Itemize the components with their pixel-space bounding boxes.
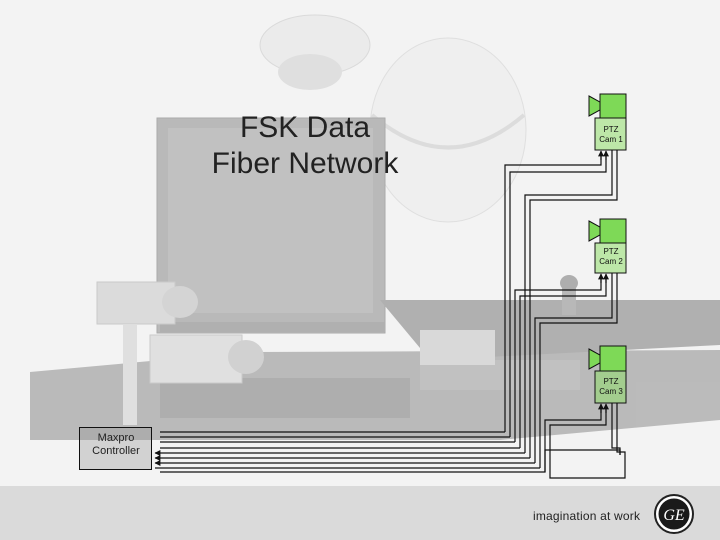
controller-bus-lines — [154, 431, 626, 479]
camera-1-fiber-link — [504, 150, 618, 458]
title-line-2: Fiber Network — [211, 147, 399, 180]
cam-1-label-line-1: PTZ — [603, 125, 619, 134]
fiber-network-wiring — [154, 93, 627, 479]
camera-2-fiber-link — [514, 273, 618, 468]
maxpro-controller-label: Maxpro Controller — [80, 432, 152, 458]
ptz-camera-3-icon — [588, 345, 627, 404]
ptz-cam-2-label: PTZ Cam 2 — [591, 247, 631, 267]
ptz-cam-3-label: PTZ Cam 3 — [591, 377, 631, 397]
controller-label-line-2: Controller — [92, 445, 140, 457]
diagram-title: FSK Data Fiber Network — [190, 110, 420, 182]
controller-label-line-1: Maxpro — [97, 432, 135, 444]
ptz-camera-1-icon — [588, 93, 627, 151]
footer-bar — [0, 486, 720, 540]
title-line-1: FSK Data — [239, 111, 371, 144]
background-product-photo — [30, 14, 720, 440]
ge-logo-text: GE — [663, 507, 685, 524]
ptz-camera-2-icon — [588, 218, 627, 274]
cam-1-label-line-2: Cam 1 — [599, 135, 623, 144]
maxpro-controller-box — [79, 427, 152, 470]
cam-3-label-line-1: PTZ — [603, 377, 619, 386]
ge-logo-icon: GE — [654, 494, 694, 534]
ptz-cam-1-label: PTZ Cam 1 — [591, 125, 631, 145]
cam-2-label-line-1: PTZ — [603, 247, 619, 256]
cam-3-label-line-2: Cam 3 — [599, 387, 623, 396]
tagline: imagination at work — [533, 509, 641, 523]
camera-3-fiber-link — [544, 403, 626, 476]
cam-2-label-line-2: Cam 2 — [599, 257, 623, 266]
